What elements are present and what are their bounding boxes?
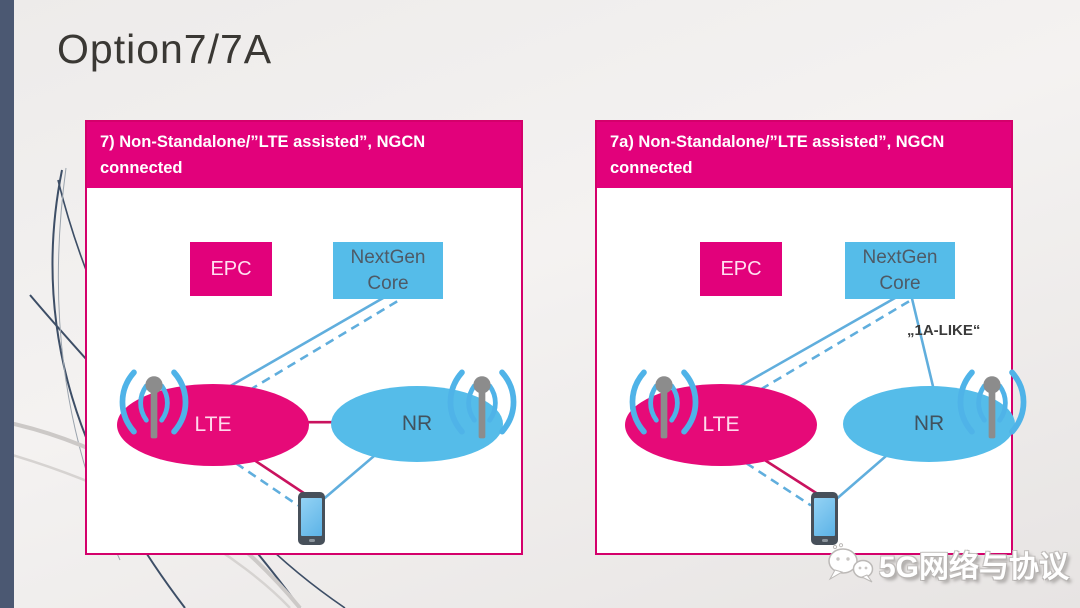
nextgen-core-node: NextGen Core: [845, 242, 955, 299]
connector-nr-to-phone: [320, 447, 384, 502]
1a-like-annotation: „1A-LIKE“: [907, 322, 981, 339]
radio-antenna-icon: [447, 369, 517, 439]
smartphone-icon: [298, 492, 325, 545]
connector-nextgen_core-to-lte: [220, 296, 385, 393]
slide-title: Option7/7A: [57, 26, 273, 72]
connector-nextgen_core-to-lte: [730, 296, 897, 393]
left-accent-bar: [0, 0, 14, 608]
smartphone-home-button: [821, 539, 828, 542]
radio-antenna-icon: [119, 369, 189, 439]
watermark-text: 5G网络与协议: [879, 551, 1070, 584]
panel-header: 7a) Non-Standalone/”LTE assisted”, NGCN …: [597, 122, 1011, 188]
panel-option7a: 7a) Non-Standalone/”LTE assisted”, NGCN …: [595, 120, 1027, 555]
epc-node: EPC: [700, 242, 782, 296]
lte-ellipse: LTE: [625, 384, 817, 466]
lte-ellipse: LTE: [117, 384, 309, 466]
connector-nextgen_core-to-nr: [910, 298, 935, 390]
connector-nextgen_core-to-lte: [234, 300, 398, 400]
connector-nr-to-phone: [833, 447, 895, 502]
panel-header: 7) Non-Standalone/”LTE assisted”, NGCN c…: [87, 122, 521, 188]
smartphone-icon: [811, 492, 838, 545]
radio-antenna-icon: [957, 369, 1027, 439]
smartphone-screen: [814, 498, 835, 536]
nr-ellipse: NR: [331, 386, 503, 462]
nr-ellipse: NR: [843, 386, 1015, 462]
radio-antenna-icon: [629, 369, 699, 439]
smartphone-screen: [301, 498, 322, 536]
smartphone-home-button: [308, 539, 315, 542]
connection-lines: [730, 296, 935, 507]
watermark: 5G网络与协议: [826, 542, 1069, 586]
nextgen-core-node: NextGen Core: [333, 242, 443, 299]
epc-node: EPC: [190, 242, 272, 296]
wechat-icon: [828, 543, 874, 583]
connector-nextgen_core-to-lte: [744, 300, 910, 400]
panel-option7: 7) Non-Standalone/”LTE assisted”, NGCN c…: [85, 120, 523, 555]
